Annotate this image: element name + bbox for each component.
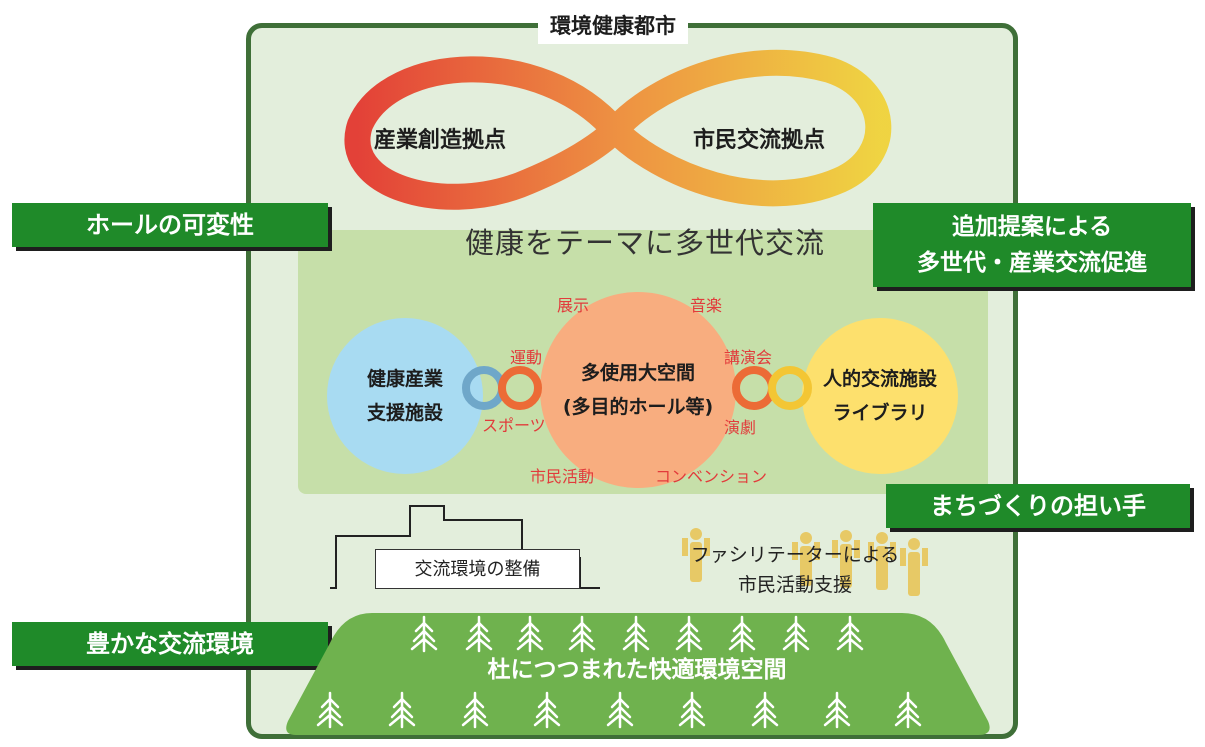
town-makers-label: まちづくりの担い手 <box>886 484 1190 528</box>
health-industry-circle: 健康産業 支援施設 <box>327 318 483 474</box>
building-outline <box>330 505 600 589</box>
additional-proposal-label: 追加提案による 多世代・産業交流促進 <box>873 203 1191 287</box>
activity-civic: 市民活動 <box>530 467 595 486</box>
health-industry-line1: 健康産業 <box>366 368 443 390</box>
facilitator-line1: ファシリテーターによる <box>690 544 900 566</box>
theme-text: 健康をテーマに多世代交流 <box>464 226 825 260</box>
library-circle: 人的交流施設 ライブラリ <box>802 318 958 474</box>
facilitator-support-text: ファシリテーターによる 市民活動支援 <box>650 540 940 600</box>
multipurpose-line1: 多使用大空間 <box>580 362 695 384</box>
forest-area <box>286 613 990 735</box>
diagram-title: 環境健康都市 <box>538 8 688 44</box>
activity-convention: コンベンション <box>655 467 768 486</box>
proposal-line2: 多世代・産業交流促進 <box>917 250 1147 276</box>
link-rings-right <box>732 366 812 410</box>
activity-exhibit: 展示 <box>557 296 590 315</box>
health-industry-line2: 支援施設 <box>366 402 443 424</box>
activity-lecture: 講演会 <box>724 348 773 367</box>
forest-environment-label: 杜につつまれた快適環境空間 <box>487 657 787 683</box>
link-rings-left <box>462 366 542 410</box>
activity-exercise: 運動 <box>510 348 543 367</box>
activity-music: 音楽 <box>690 296 723 315</box>
multipurpose-space-circle: 多使用大空間 (多目的ホール等) <box>540 292 736 488</box>
multipurpose-line2: (多目的ホール等) <box>562 396 714 418</box>
rich-exchange-env-label: 豊かな交流環境 <box>12 622 328 666</box>
activity-theater: 演劇 <box>724 418 757 437</box>
people-icons <box>682 528 928 596</box>
library-line2: ライブラリ <box>832 402 928 424</box>
library-line1: 人的交流施設 <box>822 368 937 390</box>
infinity-ribbon <box>344 49 892 210</box>
environment-improvement-label: 交流環境の整備 <box>375 549 580 589</box>
hall-variability-label: ホールの可変性 <box>12 203 328 247</box>
hub-industry-label: 産業創造拠点 <box>374 128 507 153</box>
hub-citizen-label: 市民交流拠点 <box>693 128 826 153</box>
facilitator-line2: 市民活動支援 <box>737 574 852 596</box>
proposal-line1: 追加提案による <box>951 214 1113 240</box>
activity-sports: スポーツ <box>482 416 546 435</box>
